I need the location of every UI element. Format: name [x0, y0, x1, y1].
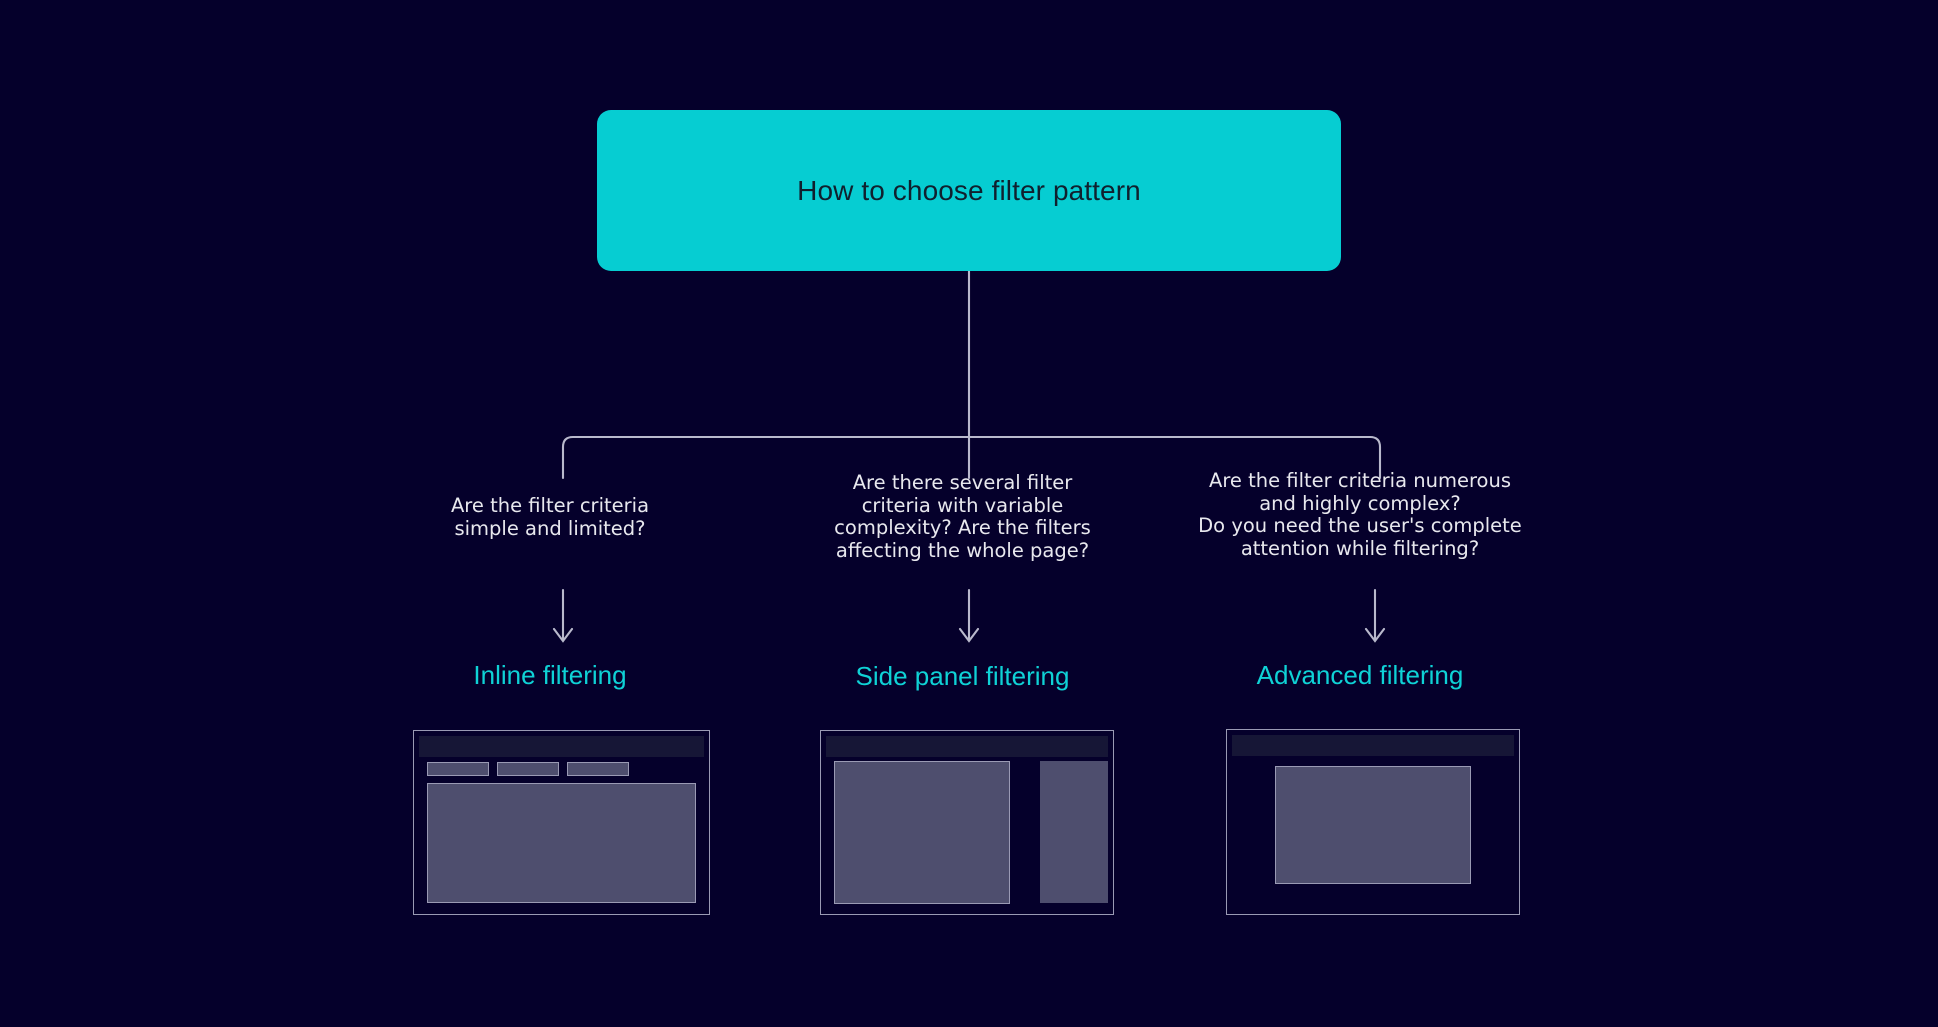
- side-panel-filtering-wireframe: [820, 730, 1114, 915]
- root-node[interactable]: How to choose filter pattern: [597, 110, 1341, 271]
- branch-outcome-1[interactable]: Side panel filtering: [855, 661, 1070, 691]
- branch-column-0: Are the filter criteria simple and limit…: [380, 470, 720, 540]
- branch-question-0: Are the filter criteria simple and limit…: [450, 494, 650, 540]
- filter-chip: [497, 762, 559, 776]
- branch-column-1: Are there several filter criteria with v…: [785, 470, 1140, 562]
- advanced-filtering-wireframe: [1226, 729, 1520, 915]
- wireframe-main-content: [834, 761, 1010, 904]
- wireframe-content-area: [427, 783, 696, 903]
- branch-question-1: Are there several filter criteria with v…: [834, 471, 1091, 562]
- wireframe-header-bar: [826, 736, 1108, 757]
- arrow-head-0: [552, 627, 574, 643]
- branch-outcome-0[interactable]: Inline filtering: [473, 660, 627, 690]
- filter-chip: [427, 762, 489, 776]
- inline-wireframe-inner: [419, 736, 704, 909]
- arrow-head-1: [958, 627, 980, 643]
- wireframe-filter-chips: [427, 762, 629, 776]
- wireframe-modal-overlay: [1275, 766, 1471, 885]
- branch-outcome-2[interactable]: Advanced filtering: [1256, 660, 1464, 690]
- wireframe-header-bar: [1232, 735, 1514, 756]
- sidepanel-wireframe-inner: [826, 736, 1108, 909]
- arrow-head-2: [1364, 627, 1386, 643]
- wireframe-header-bar: [419, 736, 704, 757]
- branch-question-2: Are the filter criteria numerous and hig…: [1198, 469, 1522, 560]
- branch-column-2: Are the filter criteria numerous and hig…: [1165, 469, 1555, 560]
- inline-filtering-wireframe: [413, 730, 710, 915]
- root-node-label: How to choose filter pattern: [797, 174, 1141, 206]
- advanced-wireframe-inner: [1232, 735, 1514, 909]
- filter-chip: [567, 762, 629, 776]
- wireframe-side-panel: [1040, 761, 1108, 903]
